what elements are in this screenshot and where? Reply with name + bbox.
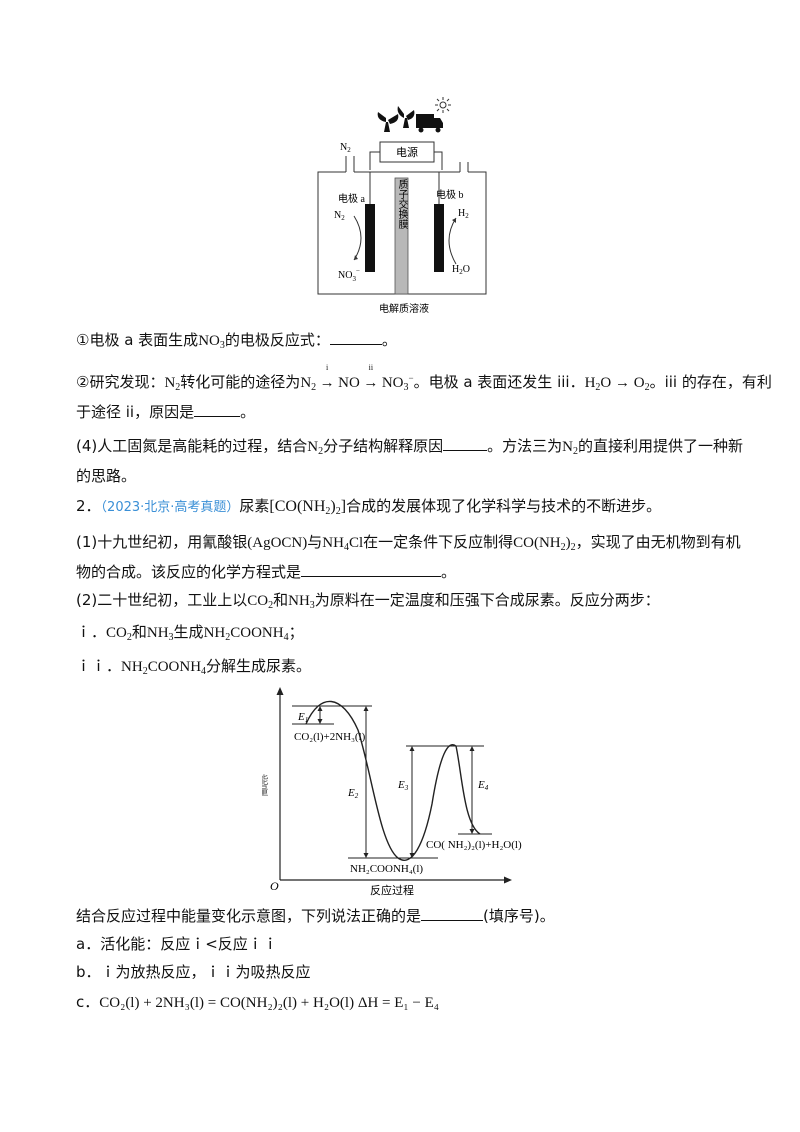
e1-label: E1: [297, 711, 308, 724]
left-n2-label: N2: [334, 210, 345, 222]
power-label: 电源: [396, 145, 418, 159]
option-c-equation: CO₂(l) + 2NH₃(l) = CO(NH₂)₂(l) + H₂O(l) …: [99, 995, 439, 1011]
option-c[interactable]: c．CO₂(l) + 2NH₃(l) = CO(NH₂)₂(l) + H₂O(l…: [76, 993, 439, 1011]
electrode-a-label: 电极 a: [338, 192, 365, 205]
q2-question: 结合反应过程中能量变化示意图，下列说法正确的是(填序号)。: [76, 906, 555, 925]
n2-inlet-label: N2: [340, 142, 351, 154]
products-label: CO( NH₂)₂(l)+H₂O(l): [426, 839, 522, 851]
electrolysis-cell-diagram: 电源 N2 质子交换膜 电极 a 电极 b N2 NO3− H2 H2O 电解质…: [317, 97, 487, 315]
right-h2-label: H2: [458, 208, 469, 220]
electrode-b: [434, 204, 444, 272]
right-reaction-arrow: [448, 217, 457, 265]
answer-blank[interactable]: [421, 906, 484, 921]
q2-step2: ｉｉ．NH2COONH4分解生成尿素。: [76, 657, 312, 677]
left-reaction-arrow: [353, 215, 362, 261]
electrolyte-label: 电解质溶液: [379, 302, 429, 315]
x-axis-label: 反应过程: [370, 883, 414, 896]
option-a[interactable]: a．活化能：反应ｉ<反应ｉｉ: [76, 935, 278, 953]
q1-item4-line1: (4)人工固氮是高能耗的过程，结合N2分子结构解释原因。方法三为N2的直接利用提…: [76, 436, 743, 457]
reactants-label: CO₂(l)+2NH₃(l): [294, 731, 366, 743]
e3-label: E3: [397, 779, 409, 792]
q2-part1-line2: 物的合成。该反应的化学方程式是。: [76, 562, 457, 581]
question-number: 2．: [76, 497, 101, 515]
right-h2o-label: H2O: [452, 264, 470, 276]
q1-item1: ①电极 a 表面生成NO3的电极反应式：。: [76, 330, 397, 351]
proton-exchange-membrane: [394, 177, 409, 295]
reaction-energy-curve: [305, 700, 481, 861]
answer-blank[interactable]: [301, 562, 442, 577]
q2-part2: (2)二十世纪初，工业上以CO2和NH3为原料在一定温度和压强下合成尿素。反应分…: [76, 591, 660, 611]
q2-part1-line1: (1)十九世纪初，用氰酸银(AgOCN)与NH4Cl在一定条件下反应制得CO(N…: [76, 533, 741, 553]
truck-icon: [416, 114, 443, 133]
e2-label: E2: [347, 787, 359, 800]
answer-blank[interactable]: [443, 436, 488, 451]
e4-label: E4: [477, 779, 489, 792]
membrane-label: 质子交换膜: [396, 179, 408, 230]
option-b[interactable]: b．ｉ为放热反应，ｉｉ为吸热反应: [76, 963, 311, 981]
q2-intro: 2．（2023·北京·高考真题）尿素[CO(NH2)2]合成的发展体现了化学科学…: [76, 497, 662, 517]
electrode-b-label: 电极 b: [436, 188, 464, 201]
question-source[interactable]: （2023·北京·高考真题）: [100, 500, 240, 515]
origin-label: O: [270, 879, 279, 893]
sun-icon: [435, 97, 451, 113]
intermediate-label: NH₂COONH₄(l): [350, 863, 423, 875]
q1-item2-line2: 于途径 ii，原因是。: [76, 402, 256, 421]
left-no3-label: NO3−: [338, 267, 360, 283]
wind-turbine-icon: [377, 106, 415, 132]
y-axis-label: 能量: [262, 773, 269, 796]
answer-blank[interactable]: [194, 402, 241, 417]
energy-profile-diagram: O 能量 反应过程 E1 E2 E3 E4 CO₂(l)+2NH₃(l) NH₂…: [262, 687, 522, 896]
q1-item4-line2: 的思路。: [76, 467, 137, 485]
electrode-a: [365, 204, 375, 272]
q2-step1: ｉ．CO2和NH3生成NH2COONH4；: [76, 623, 304, 643]
answer-blank[interactable]: [329, 330, 382, 345]
